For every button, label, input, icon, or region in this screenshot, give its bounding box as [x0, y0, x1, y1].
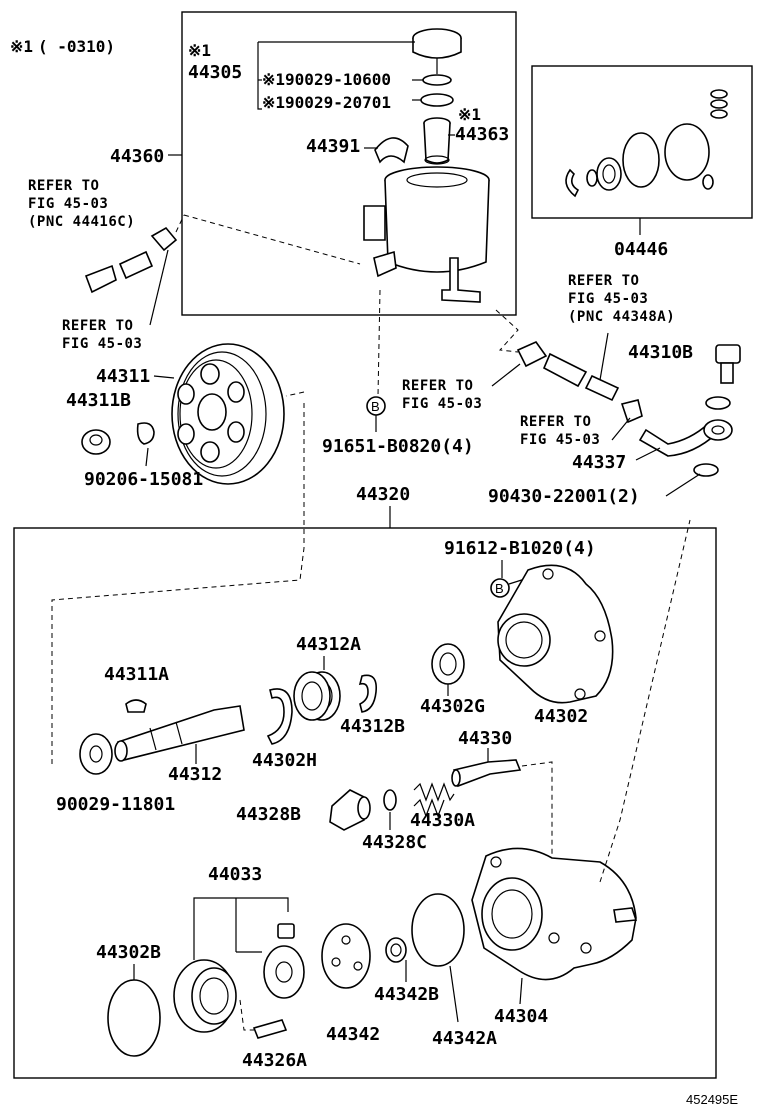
refer-5: REFER TO FIG 45-03	[520, 414, 600, 448]
gasket-44342A[interactable]	[411, 893, 465, 967]
washer-90206[interactable]	[136, 422, 155, 445]
label-44312A: 44312A	[296, 634, 361, 655]
label-44363: 44363	[455, 124, 509, 145]
note-mark: ※1	[10, 37, 33, 56]
vane-44033[interactable]	[277, 923, 295, 939]
label-44302G: 44302G	[420, 696, 485, 717]
snap-ring-44302H[interactable]	[266, 688, 293, 745]
rear-housing-44304[interactable]	[471, 847, 638, 981]
label-19-10600: ※190029-10600	[262, 70, 391, 89]
rotor-44033[interactable]	[263, 945, 305, 999]
label-44310B: 44310B	[628, 342, 693, 363]
spring-44330A[interactable]	[413, 782, 455, 818]
label-44302B: 44302B	[96, 942, 161, 963]
label-44337: 44337	[572, 452, 626, 473]
label-90206: 90206-15081	[84, 469, 203, 490]
reservoir-tank[interactable]	[363, 166, 490, 303]
label-91612: 91612-B1020(4)	[444, 538, 596, 559]
shaft-44312[interactable]	[114, 705, 245, 762]
label-44328C: 44328C	[362, 832, 427, 853]
gasket-44391[interactable]	[374, 137, 409, 164]
marker-b2-text: B	[495, 581, 504, 596]
valve-44330[interactable]	[451, 759, 522, 788]
pin-44326A[interactable]	[252, 1019, 288, 1039]
label-90029: 90029-11801	[56, 794, 175, 815]
label-44342A: 44342A	[432, 1028, 497, 1049]
pin-44342B[interactable]	[385, 937, 407, 963]
bearing-44312A[interactable]	[293, 671, 341, 721]
label-90430: 90430-22001(2)	[488, 486, 640, 507]
union-bolt-44310B[interactable]	[715, 344, 741, 384]
cam-ring-44033[interactable]	[173, 959, 237, 1033]
plug-44328B[interactable]	[329, 789, 371, 831]
seal-kit-parts[interactable]	[565, 89, 728, 198]
label-44360: 44360	[110, 146, 164, 167]
refer-3: REFER TO FIG 45-03 (PNC 44348A)	[568, 273, 675, 325]
front-housing-44302[interactable]	[497, 564, 614, 704]
label-44311: 44311	[96, 366, 150, 387]
gasket-upper[interactable]	[705, 396, 731, 410]
seal-kit-frame	[531, 65, 753, 219]
label-91651: 91651-B0820(4)	[322, 436, 474, 457]
washer-90029[interactable]	[79, 733, 113, 775]
label-44330: 44330	[458, 728, 512, 749]
note-range: ( -0310)	[38, 37, 115, 56]
reservoir-cap[interactable]	[412, 28, 462, 74]
pump-frame	[13, 527, 717, 1079]
label-44305: 44305	[188, 62, 242, 83]
label-star1-mid: ※1	[458, 105, 481, 124]
sheet-id: 452495E	[686, 1092, 738, 1107]
key-44311A[interactable]	[125, 699, 147, 713]
label-44330A: 44330A	[410, 810, 475, 831]
label-44302H: 44302H	[252, 750, 317, 771]
label-44033: 44033	[208, 864, 262, 885]
label-star1-top: ※1	[188, 41, 211, 60]
pulley-44311[interactable]	[171, 343, 285, 485]
label-44302: 44302	[534, 706, 588, 727]
label-44312B: 44312B	[340, 716, 405, 737]
marker-b1-text: B	[371, 399, 380, 414]
label-44304: 44304	[494, 1006, 548, 1027]
oring-44302B[interactable]	[107, 979, 161, 1057]
snap-ring-44312B[interactable]	[358, 674, 378, 713]
label-44342B: 44342B	[374, 984, 439, 1005]
reservoir-frame	[181, 11, 517, 316]
washer-20701[interactable]	[420, 93, 454, 107]
label-44311B: 44311B	[66, 390, 131, 411]
label-44326A: 44326A	[242, 1050, 307, 1071]
label-04446: 04446	[614, 239, 668, 260]
plate-44342[interactable]	[321, 923, 371, 989]
return-hose-left[interactable]	[84, 226, 178, 294]
refer-4: REFER TO FIG 45-03	[402, 378, 482, 412]
label-44311A: 44311A	[104, 664, 169, 685]
nut-44311B[interactable]	[81, 429, 111, 455]
seal-44302G[interactable]	[431, 643, 465, 685]
label-44312: 44312	[168, 764, 222, 785]
label-44342: 44342	[326, 1024, 380, 1045]
oring-44328C[interactable]	[383, 789, 397, 811]
refer-2: REFER TO FIG 45-03	[62, 318, 142, 352]
label-44328B: 44328B	[236, 804, 301, 825]
refer-1: REFER TO FIG 45-03 (PNC 44416C)	[28, 178, 135, 230]
marker-b2	[490, 578, 510, 598]
label-44320: 44320	[356, 484, 410, 505]
filter-44363[interactable]	[423, 117, 451, 165]
gasket-90430[interactable]	[693, 463, 719, 477]
label-19-20701: ※190029-20701	[262, 93, 391, 112]
label-44391: 44391	[306, 136, 360, 157]
washer-10600[interactable]	[422, 74, 452, 86]
